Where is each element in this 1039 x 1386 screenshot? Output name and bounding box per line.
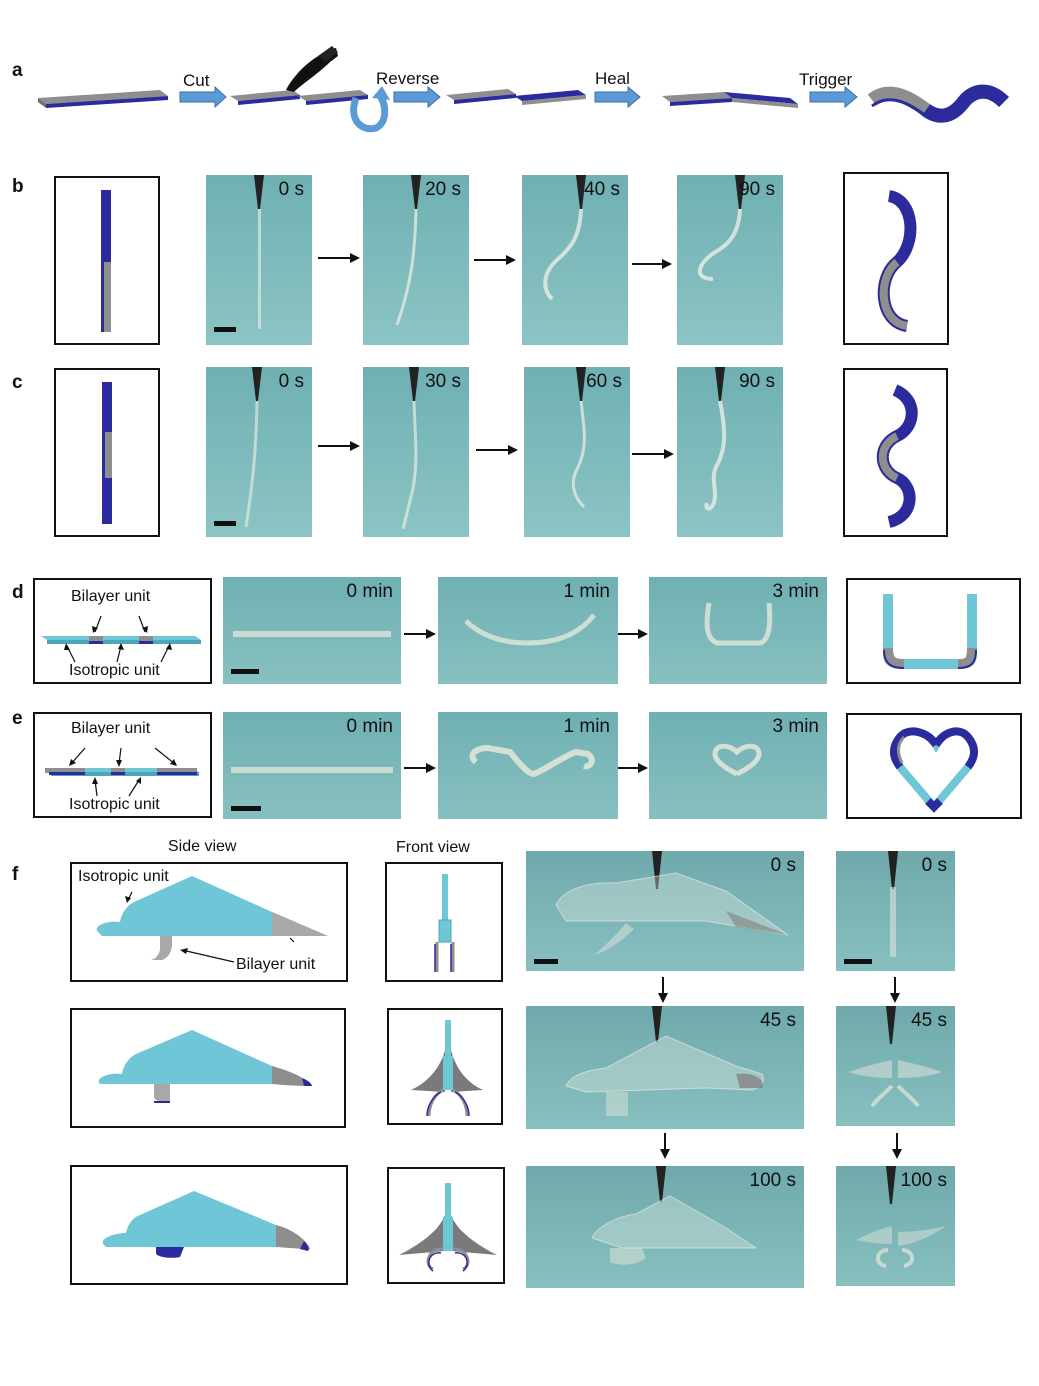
panel-c-photo-3: 60 s [524,367,630,537]
time-label: 0 s [921,855,947,876]
panel-d-photo-1: 0 min [223,577,401,684]
panel-b-schematic-straight [54,176,160,345]
knife-icon [286,46,338,92]
time-label: 30 s [425,371,461,392]
panel-d-arrows [404,629,648,639]
panel-c-photo-4: 90 s [677,367,783,537]
step-label-heal: Heal [595,69,630,88]
strip-s-shape [867,84,1009,123]
panel-f-front-photo-3: 100 s [836,1166,955,1286]
arrow-reverse [393,85,441,109]
bilayer-unit-label: Bilayer unit [236,956,316,973]
side-view-final [70,1165,348,1285]
panel-b-photo-3: 40 s [522,175,628,345]
reverse-curved-arrow [350,93,389,133]
panel-c-photo-2: 30 s [363,367,469,537]
scale-bar [214,327,236,332]
time-label: 0 min [346,581,393,602]
panel-b-photo-4: 90 s [677,175,783,345]
panel-letter-d: d [12,582,24,603]
panel-e-schematic-heart [846,713,1022,819]
panel-a-diagram [38,46,1009,133]
strip-healed [662,92,798,108]
time-label: 90 s [739,371,775,392]
panel-d-photo-2: 1 min [438,577,618,684]
panel-f-side-photo-2: 45 s [526,1006,804,1129]
arrow-trigger [809,85,858,109]
isotropic-unit-label: Isotropic unit [78,868,169,885]
time-label: 0 min [346,716,393,737]
scale-bar [534,959,558,964]
panel-letter-a: a [12,60,23,81]
panel-e-photo-2: 1 min [438,712,618,819]
front-view-intermediate [387,1008,503,1125]
time-label: 1 min [563,716,610,737]
step-label-reverse: Reverse [376,69,440,88]
time-label: 0 s [278,179,304,200]
panel-b-photo-2: 20 s [363,175,469,345]
arrow-cut [179,85,227,109]
time-label: 45 s [760,1010,796,1031]
panel-d-schematic-flat: Bilayer unit Isotropic unit [33,578,212,684]
front-view-final [387,1167,505,1284]
panel-f-side-photo-1: 0 s [526,851,804,971]
time-label: 20 s [425,179,461,200]
panel-letter-f: f [12,864,19,885]
panel-f-front-photo-2: 45 s [836,1006,955,1126]
panel-e-arrows [404,763,648,773]
time-label: 0 s [278,371,304,392]
panel-e-schematic-flat: Bilayer unit Isotropic unit [33,712,212,818]
panel-c-schematic-curved [843,368,948,537]
panel-b-schematic-curved [843,172,949,345]
scale-bar [231,669,259,674]
panel-f-down-arrows [658,977,902,1159]
isotropic-unit-label: Isotropic unit [69,796,160,813]
time-label: 40 s [584,179,620,200]
time-label: 3 min [772,581,819,602]
step-label-cut: Cut [183,71,210,90]
strip-uncut [38,90,168,108]
scale-bar [844,959,872,964]
time-label: 1 min [563,581,610,602]
panel-b-arrows [318,253,672,269]
panel-letter-e: e [12,708,23,729]
panel-d-schematic-u-shape [846,578,1021,684]
panel-letter-b: b [12,176,24,197]
panel-f-side-photo-3: 100 s [526,1166,804,1288]
panel-c-schematic-straight [54,368,160,537]
side-view-intermediate [70,1008,346,1128]
scale-bar [231,806,261,811]
front-view-title: Front view [396,839,470,856]
arrow-heal [594,85,641,109]
panel-d-photo-3: 3 min [649,577,827,684]
scale-bar [214,521,236,526]
step-label-trigger: Trigger [799,70,853,89]
time-label: 0 s [770,855,796,876]
side-view-initial: Isotropic unit Bilayer unit [70,862,348,982]
time-label: 45 s [911,1010,947,1031]
front-view-initial [385,862,503,982]
strip-reversed-pieces [446,89,586,105]
time-label: 100 s [749,1170,796,1191]
bilayer-unit-label: Bilayer unit [71,588,151,605]
panel-e-photo-1: 0 min [223,712,401,819]
time-label: 60 s [586,371,622,392]
panel-e-photo-3: 3 min [649,712,827,819]
panel-c-arrows [318,441,674,459]
time-label: 100 s [900,1170,947,1191]
panel-letter-c: c [12,372,23,393]
panel-b-photo-1: 0 s [206,175,312,345]
time-label: 90 s [739,179,775,200]
bilayer-unit-label: Bilayer unit [71,720,151,737]
strip-cut-pieces [230,90,368,105]
panel-f-front-photo-1: 0 s [836,851,955,971]
panel-c-photo-1: 0 s [206,367,312,537]
isotropic-unit-label: Isotropic unit [69,662,160,679]
side-view-title: Side view [168,838,237,855]
time-label: 3 min [772,716,819,737]
